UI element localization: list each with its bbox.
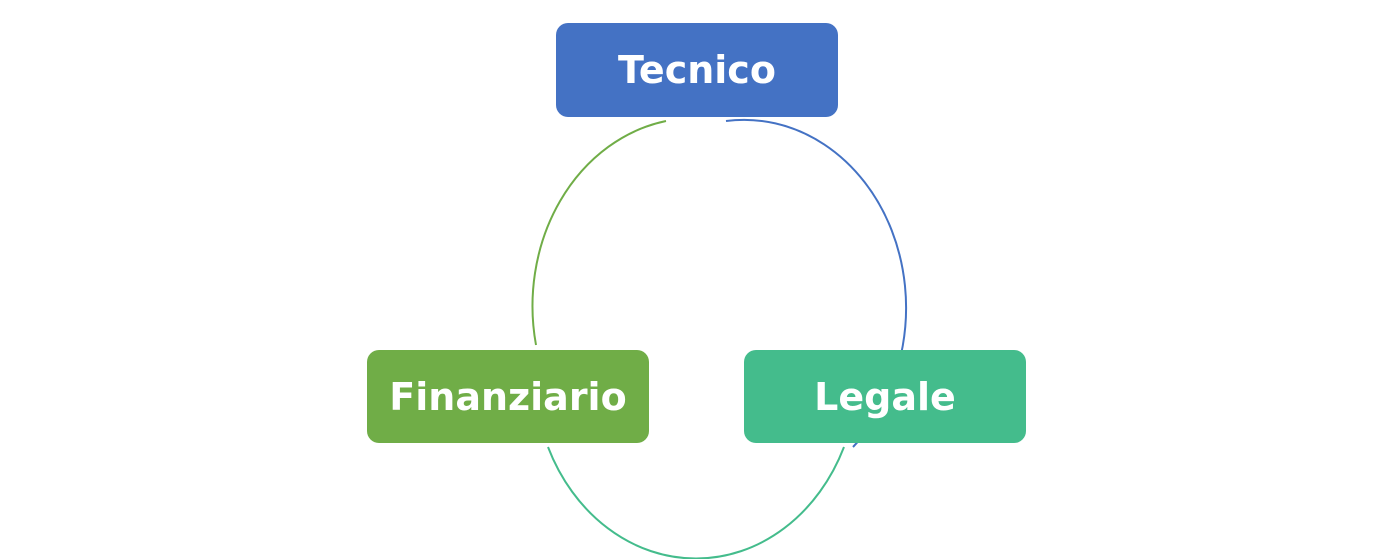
node-legale: Legale [744, 350, 1026, 443]
node-finanziario: Finanziario [367, 350, 649, 443]
arc-legale-to-finanziario [547, 446, 845, 559]
arc-finanziario-to-tecnico [531, 120, 667, 346]
node-finanziario-label: Finanziario [389, 374, 627, 419]
node-tecnico: Tecnico [556, 23, 838, 117]
node-legale-label: Legale [814, 374, 956, 419]
node-tecnico-label: Tecnico [618, 48, 776, 92]
